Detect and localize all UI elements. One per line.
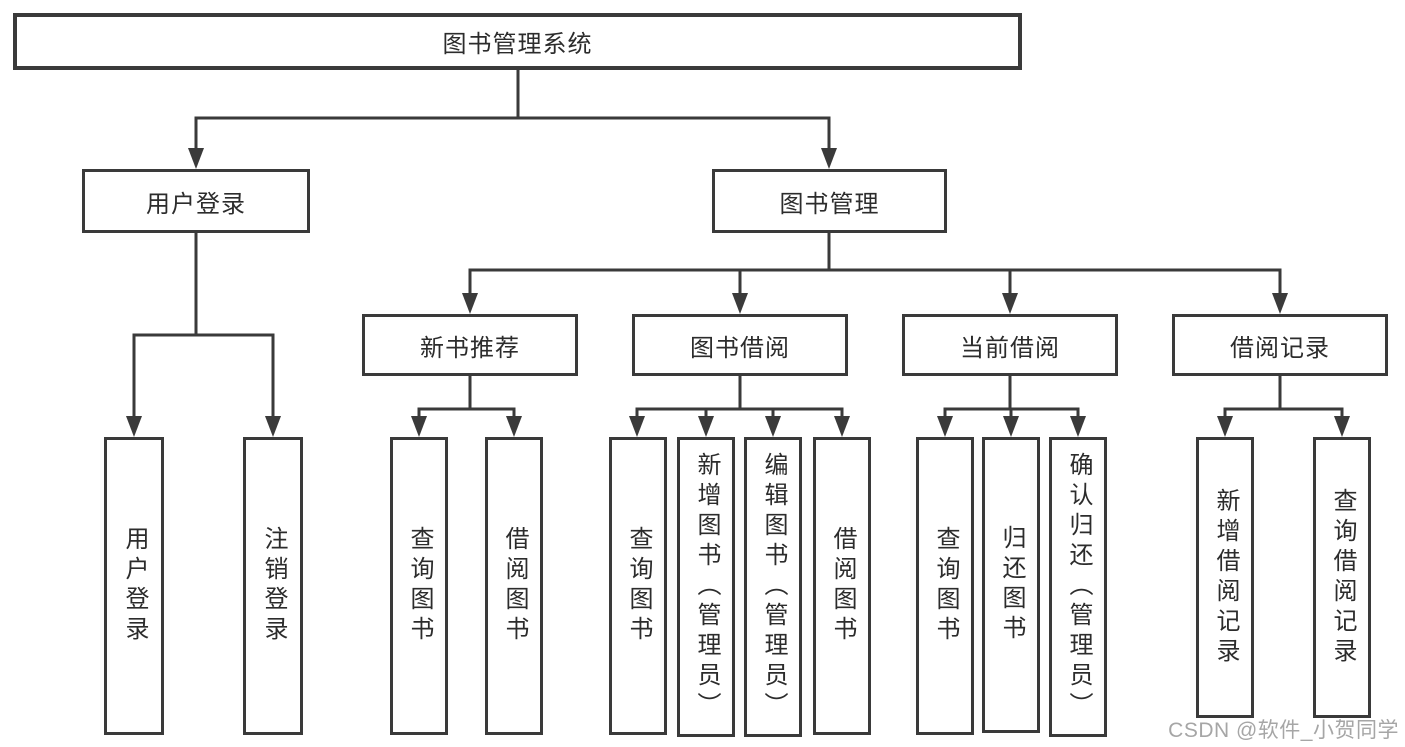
node-current-borrowing-label: 当前借阅 [960, 334, 1060, 362]
leaf-query-books-borrowing: 查询图书 [609, 437, 667, 735]
node-book-management: 图书管理 [712, 169, 947, 233]
node-new-book-recommend: 新书推荐 [362, 314, 578, 376]
node-book-management-label: 图书管理 [779, 190, 880, 218]
leaf-borrow-books-recommend: 借阅图书 [485, 437, 543, 735]
leaf-borrow-books: 借阅图书 [813, 437, 871, 735]
node-root-label: 图书管理系统 [442, 31, 593, 58]
leaf-logout: 注销登录 [243, 437, 303, 735]
connector-borrowing-records-to-leaves [1217, 376, 1350, 437]
leaf-edit-books-admin-label: 编辑图书（管理员） [760, 452, 787, 722]
csdn-watermark: CSDN @软件_小贺同学 [1168, 719, 1399, 742]
leaf-user-login-label: 用户登录 [121, 526, 148, 646]
leaf-borrow-books-label: 借阅图书 [829, 526, 856, 646]
leaf-query-borrow-record: 查询借阅记录 [1313, 437, 1371, 718]
leaf-confirm-return-admin-label: 确认归还（管理员） [1065, 452, 1092, 722]
node-new-book-recommend-label: 新书推荐 [420, 334, 520, 362]
leaf-query-borrow-record-label: 查询借阅记录 [1329, 487, 1356, 668]
node-book-borrowing-label: 图书借阅 [690, 334, 790, 362]
leaf-return-books: 归还图书 [982, 437, 1040, 733]
leaf-confirm-return-admin: 确认归还（管理员） [1049, 437, 1107, 737]
node-user-login: 用户登录 [82, 169, 310, 233]
node-borrowing-records-label: 借阅记录 [1230, 334, 1330, 362]
leaf-add-books-admin: 新增图书（管理员） [677, 437, 735, 737]
node-user-login-label: 用户登录 [146, 190, 246, 218]
leaf-add-books-admin-label: 新增图书（管理员） [693, 452, 720, 722]
leaf-query-books-borrowing-label: 查询图书 [625, 526, 652, 646]
connector-book-management-to-level3 [462, 233, 1288, 314]
leaf-user-login: 用户登录 [104, 437, 164, 735]
connector-new-book-recommend-to-leaves [411, 376, 522, 437]
connector-root-to-level2 [188, 69, 837, 169]
leaf-query-books-current-label: 查询图书 [932, 526, 959, 646]
leaf-query-books-recommend: 查询图书 [390, 437, 448, 735]
connector-book-borrowing-to-leaves [629, 376, 850, 437]
node-current-borrowing: 当前借阅 [902, 314, 1118, 376]
node-book-borrowing: 图书借阅 [632, 314, 848, 376]
leaf-query-books-current: 查询图书 [916, 437, 974, 735]
connector-current-borrowing-to-leaves [937, 376, 1086, 437]
leaf-borrow-books-recommend-label: 借阅图书 [501, 526, 528, 646]
leaf-add-borrow-record: 新增借阅记录 [1196, 437, 1254, 718]
leaf-logout-label: 注销登录 [260, 526, 287, 646]
node-root-system: 图书管理系统 [13, 13, 1022, 70]
leaf-return-books-label: 归还图书 [998, 525, 1025, 645]
leaf-edit-books-admin: 编辑图书（管理员） [744, 437, 802, 737]
connector-user-login-to-leaves [126, 233, 281, 437]
leaf-add-borrow-record-label: 新增借阅记录 [1212, 487, 1239, 668]
node-borrowing-records: 借阅记录 [1172, 314, 1388, 376]
leaf-query-books-recommend-label: 查询图书 [406, 526, 433, 646]
